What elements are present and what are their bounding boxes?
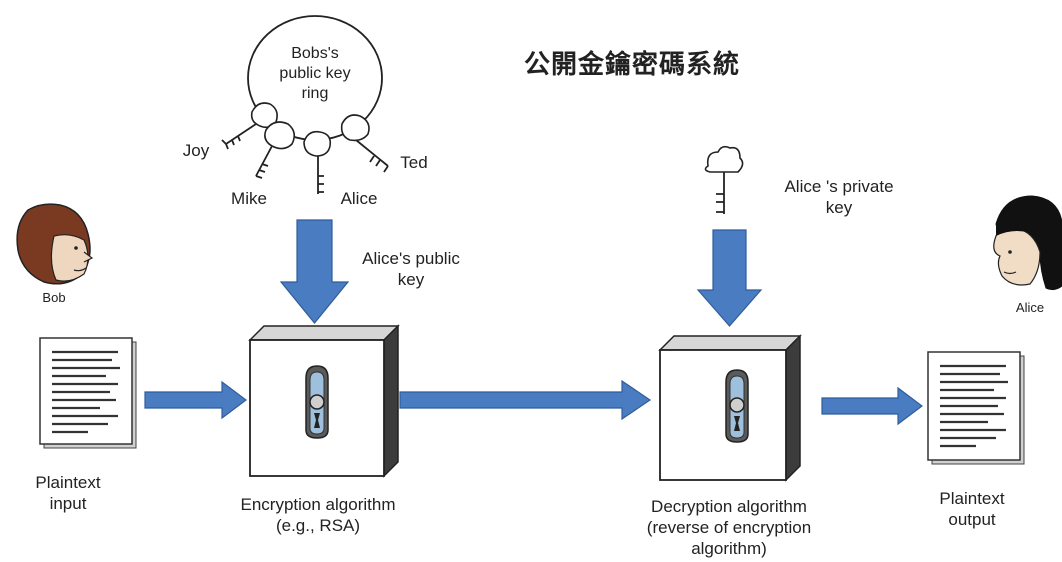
decryption-box [658,334,802,482]
decryption-to-output-arrow [821,386,923,426]
plaintext-output-document-icon [927,351,1025,465]
public-key-ring [221,15,389,194]
private-key-icon [704,145,744,214]
ted-key-icon [340,114,389,173]
plaintext-output-label: Plaintext output [939,489,1005,529]
input-to-encryption-arrow [144,380,247,420]
lock-icon [305,365,329,439]
key-label-mike: Mike [231,189,267,208]
bob-avatar [16,203,94,285]
key-label-ted: Ted [400,153,428,172]
page-title: 公開金鑰密碼系統 [524,50,741,80]
key-ring-label: Bobs's public key ring [279,45,351,102]
alice-label: Alice [1015,300,1045,315]
alice-avatar [993,195,1062,291]
bob-label: Bob [42,290,66,305]
private-key-down-arrow [696,229,763,327]
public-key-down-arrow [279,219,350,324]
encryption-box [248,324,400,478]
lock-icon [725,369,749,443]
key-label-alice: Alice [340,189,378,208]
mike-key-icon [255,121,296,179]
public-key-label: Alice's public key [362,249,460,289]
joy-key-icon [221,102,278,150]
decryption-algorithm-label: Decryption algorithm (reverse of encrypt… [646,497,812,558]
key-label-joy: Joy [182,141,210,160]
private-key-label: Alice 's private key [784,177,894,217]
ciphertext-arrow [399,379,652,421]
plaintext-input-label: Plaintext input [35,473,101,513]
plaintext-input-document-icon [39,337,137,449]
encryption-algorithm-label: Encryption algorithm (e.g., RSA) [240,495,396,535]
alice-key-icon [303,130,332,194]
